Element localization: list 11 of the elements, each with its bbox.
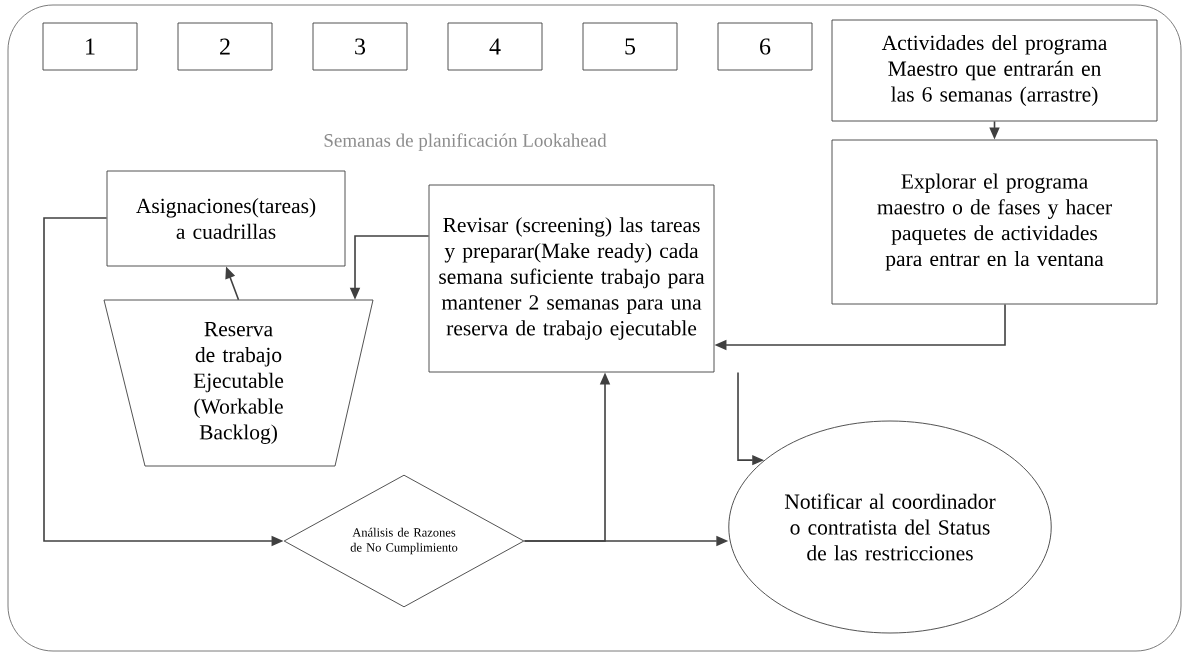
number-box: 3: [312, 22, 408, 71]
number-box: 2: [177, 22, 273, 71]
process-box: Revisar (screening) las tareas y preparar(Make ready) cada semana suficiente trabajo para mantener 2 semanas para una reserva de trabajo ejecutable: [428, 184, 715, 373]
section-label: Semanas de planificación Lookahead: [324, 133, 607, 151]
process-box: Actividades del programa Maestro que entrarán en las 6 semanas (arrastre): [831, 19, 1158, 122]
process-box: Explorar el programa maestro o de fases y hacer paquetes de actividades para entrar en la ventana: [831, 139, 1158, 305]
process-box: Asignaciones(tareas) a cuadrillas: [106, 170, 346, 267]
number-box: 6: [717, 22, 813, 71]
number-box: 4: [447, 22, 543, 71]
number-box: 1: [42, 22, 138, 71]
number-box: 5: [582, 22, 678, 71]
